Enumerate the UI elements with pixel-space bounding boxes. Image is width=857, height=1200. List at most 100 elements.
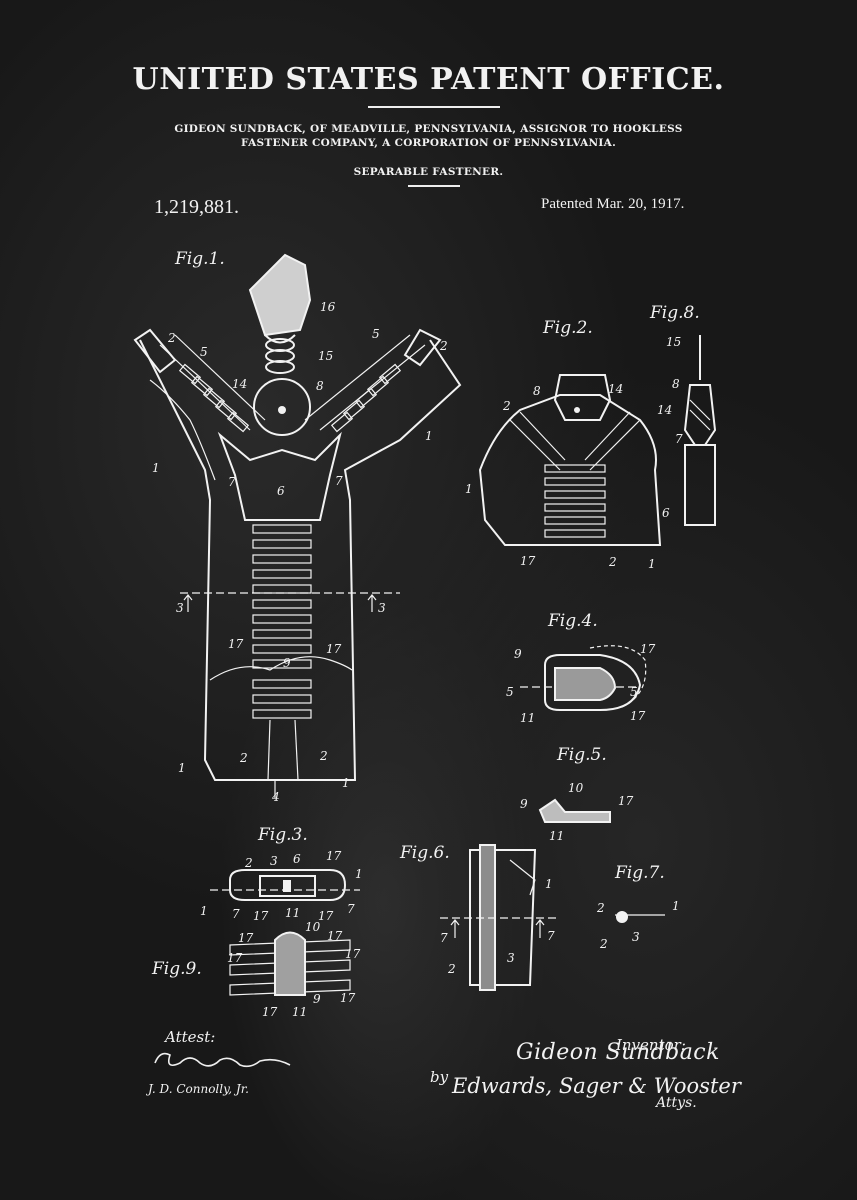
- ref-8-fig2: 8: [533, 384, 541, 398]
- ref-6-fig3: 6: [293, 852, 301, 866]
- ref-7-fig1-left: 7: [228, 475, 236, 489]
- ref-1-fig1-left: 1: [152, 461, 160, 475]
- ref-6-fig8: 6: [662, 506, 670, 520]
- fig-8-label: Fig.8.: [649, 303, 700, 323]
- ref-1-fig7: 1: [672, 899, 680, 913]
- inventor-label: Inventor:: [616, 1036, 686, 1054]
- ref-17-fig9-d: 17: [345, 947, 361, 961]
- ref-11-fig5: 11: [549, 829, 564, 843]
- ref-2-fig1-left: 2: [167, 331, 176, 345]
- inventor-signature: Gideon Sundback: [516, 1040, 720, 1065]
- ref-7-fig8: 7: [675, 432, 683, 446]
- ref-2-fig7-bottom: 2: [599, 937, 608, 951]
- ref-11-fig4: 11: [520, 711, 535, 725]
- fig-9-label: Fig.9.: [151, 959, 202, 979]
- ref-17-fig1-right: 17: [326, 642, 342, 656]
- fig-9-drawing: [229, 931, 351, 996]
- ref-1-fig2-right: 1: [648, 557, 656, 571]
- ref-7-fig6-right: 7: [547, 929, 555, 943]
- patent-number: 1,219,881.: [154, 196, 239, 218]
- ref-2-fig2-top: 2: [502, 399, 511, 413]
- ref-17-fig3-a: 17: [253, 909, 269, 923]
- ref-3-fig6: 3: [507, 951, 515, 965]
- ref-7-fig3-right: 7: [347, 902, 355, 916]
- fig-1-drawing: [133, 253, 462, 798]
- fig-2-drawing: [478, 374, 662, 546]
- ref-1-fig1-bottom-left: 1: [178, 761, 186, 775]
- ref-17-fig4-top: 17: [640, 642, 656, 656]
- ref-1-fig3-left: 1: [200, 904, 208, 918]
- ref-17-fig9-a: 17: [238, 931, 254, 945]
- witness-2-signature: J. D. Connolly, Jr.: [148, 1082, 249, 1096]
- invention-title-rule: [408, 185, 460, 187]
- ref-17-fig4-bottom: 17: [630, 709, 646, 723]
- ref-11-fig3: 11: [285, 906, 300, 920]
- ref-17-fig1-left: 17: [228, 637, 244, 651]
- ref-6-fig1: 6: [277, 484, 285, 498]
- ref-17-fig5: 17: [618, 794, 634, 808]
- ref-17-fig9-b: 17: [327, 929, 343, 943]
- ref-17-fig9-c: 17: [227, 951, 243, 965]
- ref-14: 14: [232, 377, 247, 391]
- ref-17-fig9-f: 17: [262, 1005, 278, 1019]
- ref-2-fig7-top: 2: [596, 901, 605, 915]
- ref-7-fig3-left: 7: [232, 907, 240, 921]
- ref-9-fig5: 9: [520, 797, 528, 811]
- ref-3-section-left: 3: [176, 601, 184, 615]
- inventor-line-2: FASTENER COMPANY, A CORPORATION OF PENNS…: [240, 137, 617, 149]
- ref-10-fig5: 10: [568, 781, 584, 795]
- ref-8: 8: [316, 379, 324, 393]
- ref-17-fig3-b: 17: [318, 909, 334, 923]
- ref-3-fig3: 3: [270, 854, 278, 868]
- ref-2-fig1-bottom-right: 2: [319, 749, 328, 763]
- ref-1-fig1-right: 1: [425, 429, 433, 443]
- ref-2-fig1-right: 2: [439, 339, 448, 353]
- ref-4-fig1: 4: [271, 790, 280, 804]
- patent-date: Patented Mar. 20, 1917.: [541, 196, 685, 212]
- fig-1-label: Fig.1.: [174, 249, 225, 269]
- invention-title: SEPARABLE FASTENER.: [353, 166, 504, 178]
- ref-14-fig2: 14: [608, 382, 623, 396]
- ref-16: 16: [320, 300, 336, 314]
- fig-8-drawing: [683, 335, 717, 526]
- ref-2-fig2-bottom: 2: [608, 555, 617, 569]
- fig-5-label: Fig.5.: [556, 745, 607, 765]
- ref-2-fig1-bottom-left: 2: [239, 751, 248, 765]
- inventor-line-1: GIDEON SUNDBACK, OF MEADVILLE, PENNSYLVA…: [174, 123, 683, 135]
- fig-4-label: Fig.4.: [547, 611, 598, 631]
- ref-14-fig8: 14: [657, 403, 672, 417]
- ref-5-fig1-left: 5: [200, 345, 208, 359]
- ref-1-fig1-bottom-right: 1: [342, 776, 350, 790]
- fig-5-drawing: [538, 798, 611, 823]
- attys-label: Attys.: [656, 1095, 697, 1111]
- fig-3-drawing: [210, 869, 360, 901]
- attest-label: Attest:: [165, 1028, 216, 1046]
- ref-9-fig4: 9: [514, 647, 522, 661]
- ref-3-fig7: 3: [632, 930, 640, 944]
- ref-17-fig2: 17: [520, 554, 536, 568]
- fig-7-drawing: [615, 911, 665, 923]
- ref-8-fig8: 8: [672, 377, 680, 391]
- witness-1-signature: [154, 1052, 291, 1068]
- ref-7-fig6-left: 7: [440, 931, 448, 945]
- ref-2-fig3: 2: [244, 856, 253, 870]
- fig-7-label: Fig.7.: [614, 863, 665, 883]
- ref-3-section-right: 3: [378, 601, 386, 615]
- ref-2-fig6: 2: [447, 962, 456, 976]
- title-rule: [368, 106, 500, 108]
- ref-1-fig3-right: 1: [355, 867, 363, 881]
- ref-9-fig1: 9: [283, 656, 291, 670]
- fig-6-label: Fig.6.: [399, 843, 450, 863]
- patent-office-title: UNITED STATES PATENT OFFICE.: [132, 62, 725, 97]
- ref-15-fig8: 15: [666, 335, 681, 349]
- fig-3-label: Fig.3.: [257, 825, 308, 845]
- ref-15: 15: [318, 349, 333, 363]
- ref-5-fig4-left: 5: [506, 685, 514, 699]
- fig-2-label: Fig.2.: [542, 318, 593, 338]
- ref-10-fig9: 10: [305, 920, 321, 934]
- ref-11-fig9: 11: [292, 1005, 307, 1019]
- ref-5-fig1-right: 5: [372, 327, 380, 341]
- ref-5-fig4-right: 5: [630, 685, 638, 699]
